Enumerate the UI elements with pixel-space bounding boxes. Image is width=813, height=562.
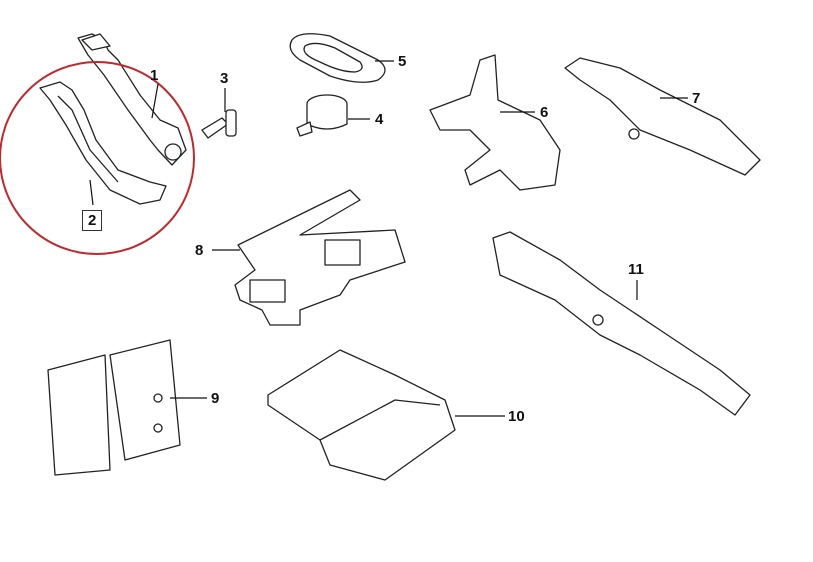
- part-7-plate[interactable]: [564, 57, 761, 176]
- label-part-3: 3: [220, 70, 229, 87]
- label-part-11: 11: [628, 261, 644, 278]
- label-part-4: 4: [375, 111, 384, 128]
- part-11-bracket[interactable]: [492, 231, 751, 416]
- part-9-connector[interactable]: [47, 339, 181, 476]
- part-1-bracket[interactable]: [77, 33, 187, 166]
- label-part-8: 8: [195, 242, 204, 259]
- part-4-clip[interactable]: [296, 94, 348, 137]
- part-2-bracket[interactable]: [39, 81, 167, 205]
- label-part-2: 2: [82, 210, 103, 231]
- leader-lines: [89, 60, 688, 417]
- part-5-grommet[interactable]: [289, 33, 386, 83]
- label-part-9: 9: [211, 390, 220, 407]
- label-part-10: 10: [508, 408, 525, 425]
- part-6-holder[interactable]: [429, 54, 561, 191]
- part-3-rivet[interactable]: [201, 109, 237, 139]
- label-part-6: 6: [540, 104, 549, 121]
- highlight-circle: [0, 61, 195, 255]
- part-10-housing[interactable]: [267, 349, 456, 481]
- label-part-7: 7: [692, 90, 701, 107]
- label-part-5: 5: [398, 53, 407, 70]
- label-part-1: 1: [150, 67, 159, 84]
- part-8-plate[interactable]: [234, 189, 406, 326]
